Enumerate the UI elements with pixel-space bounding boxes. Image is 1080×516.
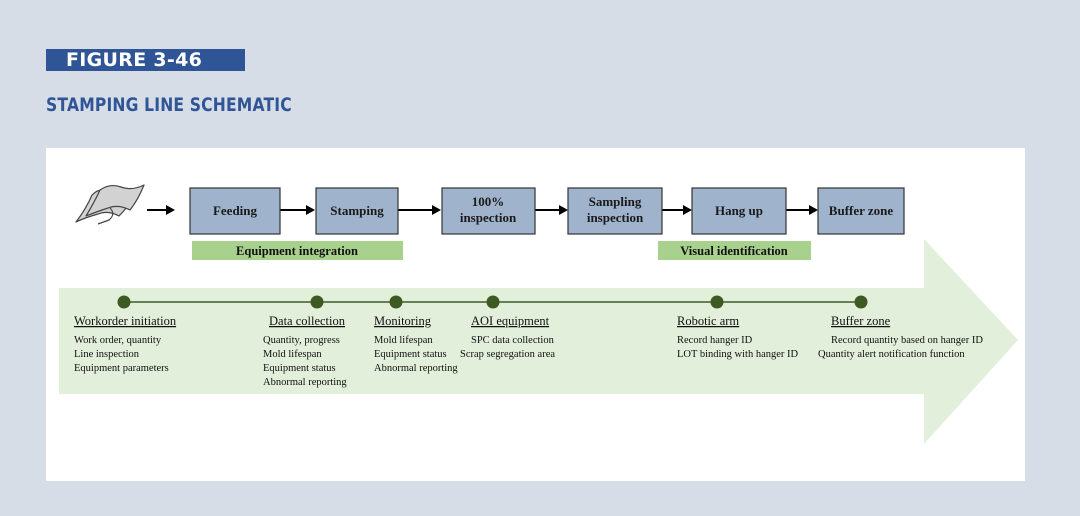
box-label-buffer-zone: Buffer zone <box>829 203 894 218</box>
box-label-100-line1: 100% <box>472 194 505 209</box>
stage-line: Abnormal reporting <box>374 363 458 374</box>
group-label-equipment-integration: Equipment integration <box>236 244 358 258</box>
stage-title: AOI equipment <box>471 314 550 328</box>
process-box-feeding <box>189 187 281 235</box>
stage-title: Robotic arm <box>677 314 739 328</box>
stage-title: Buffer zone <box>831 314 891 328</box>
stage-buffer-zone: Buffer zone Record quantity based on han… <box>818 314 983 360</box>
stage-title: Workorder initiation <box>74 314 177 328</box>
stage-title: Monitoring <box>374 314 432 328</box>
stage-monitoring: Monitoring Mold lifespan Equipment statu… <box>374 314 458 374</box>
figure-tag: FIGURE 3-46 <box>46 49 245 71</box>
stage-title: Data collection <box>269 314 346 328</box>
input-arrow-head <box>166 205 175 215</box>
stage-line: Equipment status <box>374 349 447 360</box>
group-equipment-integration <box>192 241 403 260</box>
stage-aoi-equipment: AOI equipment SPC data collection Scrap … <box>460 314 555 360</box>
process-box-hang-up <box>691 187 787 235</box>
process-box-sampling-inspection <box>567 187 663 235</box>
timeline-arrow <box>59 239 1018 444</box>
stage-line: Work order, quantity <box>74 335 162 346</box>
milestone-workorder <box>117 295 131 309</box>
group-visual-identification <box>658 241 811 260</box>
stage-robotic-arm: Robotic arm Record hanger ID LOT binding… <box>677 314 799 360</box>
stage-line: Quantity alert notification function <box>818 349 965 360</box>
sheet-metal-icon <box>75 184 145 225</box>
milestone-buffer-zone <box>854 295 868 309</box>
arrow-head-3 <box>559 205 568 215</box>
stage-workorder: Workorder initiation Work order, quantit… <box>74 314 177 374</box>
process-box-buffer-zone <box>817 187 905 235</box>
stage-line: Line inspection <box>74 349 140 360</box>
stage-line: Abnormal reporting <box>263 377 347 388</box>
stamping-line-diagram: Feeding Stamping 100% inspection Samplin… <box>59 184 1018 444</box>
milestone-data-collection <box>310 295 324 309</box>
arrow-head-4 <box>683 205 692 215</box>
milestone-aoi <box>486 295 500 309</box>
stage-data-collection: Data collection Quantity, progress Mold … <box>263 314 347 388</box>
process-box-100-inspection <box>441 187 536 235</box>
arrow-head-2 <box>432 205 441 215</box>
stage-line: Equipment parameters <box>74 363 169 374</box>
stage-line: Quantity, progress <box>263 335 340 346</box>
box-label-feeding: Feeding <box>213 203 258 218</box>
box-label-sampling-line1: Sampling <box>589 194 642 209</box>
process-box-stamping <box>315 187 399 235</box>
group-label-visual-identification: Visual identification <box>680 244 788 258</box>
box-label-stamping: Stamping <box>330 203 384 218</box>
diagram-panel: Feeding Stamping 100% inspection Samplin… <box>46 148 1025 481</box>
stage-line: Scrap segregation area <box>460 349 555 360</box>
arrow-head-1 <box>306 205 315 215</box>
milestone-monitoring <box>389 295 403 309</box>
arrow-head-5 <box>809 205 818 215</box>
box-label-100-line2: inspection <box>460 210 517 225</box>
flow-arrow-heads <box>306 205 818 215</box>
figure-title: STAMPING LINE SCHEMATIC <box>46 94 292 116</box>
stage-line: Equipment status <box>263 363 336 374</box>
box-label-sampling-line2: inspection <box>587 210 644 225</box>
stage-line: Record quantity based on hanger ID <box>831 335 983 346</box>
box-label-hang-up: Hang up <box>715 203 763 218</box>
stage-line: SPC data collection <box>471 335 555 346</box>
stage-line: Mold lifespan <box>263 349 322 360</box>
stage-line: Record hanger ID <box>677 335 753 346</box>
stage-line: Mold lifespan <box>374 335 433 346</box>
stage-line: LOT binding with hanger ID <box>677 349 799 360</box>
milestone-robotic-arm <box>710 295 724 309</box>
